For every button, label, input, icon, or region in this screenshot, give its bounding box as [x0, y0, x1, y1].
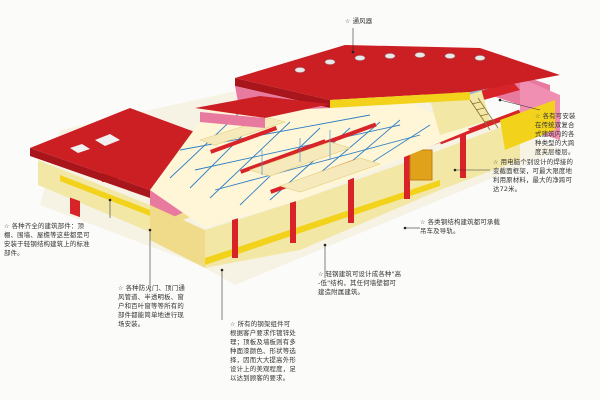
- computer-design-note: ☆用电脑个别设计的焊接的 变截面框架，可最大限度地 利用原材料，最大的净跨可 达…: [493, 158, 574, 193]
- crane-note: ☆各类钢结构建筑都可承载 吊车及导轨。: [420, 218, 501, 235]
- multi-span-note: ☆各有可安装 在传统双复合 式建筑内的各 种类型的大跨 度夹层楼层。: [535, 112, 576, 156]
- ventilator-label: ☆通风器: [345, 17, 373, 25]
- main-roof: [235, 45, 560, 112]
- roof-ventilators: [294, 52, 486, 73]
- middle-roof: [195, 96, 330, 128]
- high-low-note: ☆轻钢建筑可设计成各种"高 -低"结构，其任何墙壁都可 建造附属建筑。: [318, 270, 402, 296]
- accessories-note: ☆各种齐全的建筑部件：顶 棚、围墙、屋檐等这些都是可 安装于轻钢结构建筑上的标准…: [4, 222, 90, 257]
- doors-windows-note: ☆各种防火门、顶门通 风管道、半透明板、窗 户和百叶窗等等所有的 部件都能简单地…: [118, 284, 185, 328]
- panels-note: ☆所有的钢架组件可 根据客户要求作镀锌处 理；顶板及墙板则有多 种面漆颜色、形状…: [230, 320, 296, 382]
- callout-leaders: [108, 28, 541, 320]
